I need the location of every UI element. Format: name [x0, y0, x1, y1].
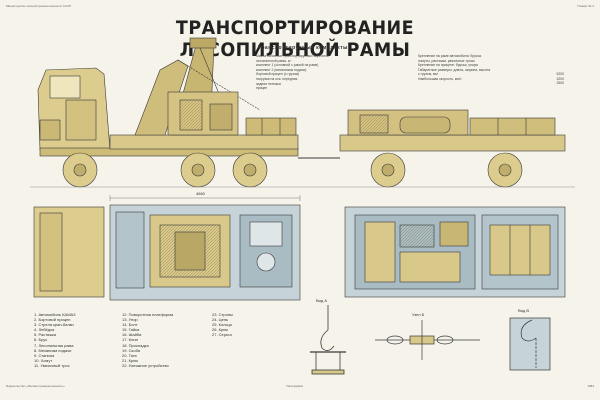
legend-item: 20. Тяга: [122, 352, 137, 358]
saw-frame-block: [209, 103, 233, 131]
spec-line: комплект 1 (основной с рамой на раме): [256, 63, 319, 68]
legend-item: 5. Растяжка: [34, 332, 56, 338]
footer-right: 1984: [587, 384, 594, 388]
saw-frame-detail: [179, 99, 203, 131]
spec-line: нагрузка на ось: передняя: [256, 76, 298, 81]
truck-top-load: [239, 214, 293, 288]
truck-wheels: [62, 152, 268, 188]
spec-line: комплект 2 (механизмы подачи): [256, 67, 307, 72]
spec-line: Габаритные размеры: длина, ширина, высот…: [418, 67, 491, 72]
spec-line: бортовой прицеп (с грузом): [256, 72, 300, 77]
truck-deck: [109, 134, 299, 150]
legend-item: 11. Увязочный трос: [34, 362, 70, 368]
spec-line: Крепление на раме автомобиля: брусья: [418, 54, 482, 58]
dimension-label: 4660: [196, 191, 205, 196]
legend-item: 13. Упор: [122, 317, 138, 323]
footer: Издательство «Лесная промышленность» Тип…: [6, 382, 594, 394]
legend-item: 18. Прокладка: [122, 342, 149, 348]
header-line: Министерство лесной промышленности СССР …: [6, 4, 594, 10]
spec-line: задняя тележка: [256, 81, 281, 86]
legend-item: 24. Цепь: [212, 317, 229, 323]
spec-right: Крепление на раме автомобиля: брусья хом…: [418, 54, 538, 82]
header-left: Министерство лесной промышленности СССР: [6, 4, 72, 8]
footer-left: Издательство «Лесная промышленность»: [6, 384, 65, 388]
spec-heading: Транспортируемые комплекты: [258, 45, 348, 51]
legend-item: 2. Бортовой прицеп: [34, 317, 71, 323]
legend-item: 15. Гайка: [122, 327, 140, 333]
cab-window: [49, 75, 81, 99]
legend-item: 7. Лесопильная рама: [34, 342, 74, 348]
legend-item: 21. Крюк: [122, 357, 138, 363]
trailer-top-view: [344, 206, 566, 298]
legend-item: 10. Хомут: [34, 357, 53, 363]
spec-line: с грузом, мм: [418, 72, 438, 77]
legend-item: 25. Кольцо: [212, 322, 233, 328]
legend-item: 23. Стропы: [212, 312, 233, 317]
spec-value: 3200: [556, 76, 564, 81]
legend-item: 6. Брус: [34, 337, 48, 343]
rear-load: [245, 117, 297, 136]
trailer-load-box: [359, 114, 389, 134]
spec-left: Масса основных транспортируемых агрегато…: [256, 54, 406, 91]
spec-line: хомуты, растяжки, увязочные тросы: [418, 58, 475, 63]
trailer-load-rear: [469, 117, 556, 136]
legend-item: 8. Механизм подачи: [34, 347, 72, 353]
detail-b-label: Узел Б: [412, 312, 425, 317]
legend-item: 22. Натяжное устройство: [122, 362, 169, 368]
tensioner-detail-b: [375, 320, 480, 360]
spec-line: Наибольшая скорость, км/ч: [418, 76, 462, 81]
legend-item: 16. Шайба: [122, 332, 142, 338]
legend-item: 17. Клин: [122, 337, 138, 343]
detail-a-label: Вид А: [316, 298, 328, 303]
crane-boom: [134, 59, 189, 136]
poster-title: ТРАНСПОРТИРОВАНИЕ ЛЕСОПИЛЬНОЙ РАМЫ: [175, 17, 415, 61]
legend-column-1: 1. Автомобиль КАМАЗ 2. Бортовой прицеп 3…: [34, 312, 76, 368]
legend-column-3: 23. Стропы 24. Цепь 25. Кольцо 26. Крюк …: [212, 312, 233, 337]
spec-line: прицеп: [256, 86, 268, 91]
legend-item: 12. Поворотная платформа: [122, 312, 174, 317]
truck-side-view: [37, 37, 299, 188]
detail-c-label: Вид В: [518, 308, 530, 313]
dimension-line: [109, 195, 301, 201]
legend-item: 3. Стрела кран-балки: [34, 322, 74, 328]
trailer-side-view: [339, 109, 566, 188]
truck-top-view: [33, 204, 301, 301]
spec-line: лесопильной рамы, кг:: [256, 58, 292, 63]
hook-detail-a: [310, 305, 346, 375]
cab-grille: [39, 119, 61, 141]
crane-top: [189, 37, 217, 49]
trailer-wheels: [370, 152, 523, 188]
trailer-load-tank: [399, 116, 451, 134]
legend-column-2: 12. Поворотная платформа 13. Упор 14. Бо…: [122, 312, 173, 368]
spec-value: 2500: [556, 81, 564, 86]
cab-door: [65, 99, 97, 141]
legend-item: 14. Болт: [122, 322, 138, 328]
header-right: Плакат № 2: [577, 4, 594, 8]
spec-line: Масса основных транспортируемых агрегато…: [256, 54, 329, 58]
legend-item: 19. Скоба: [122, 347, 141, 353]
spec-line: Крепление на прицепе: брусья, упоры: [418, 63, 479, 68]
chain-detail-c: [509, 317, 551, 371]
legend-item: 27. Серьга: [212, 332, 232, 338]
legend-item: 4. Лебёдка: [34, 327, 55, 333]
spec-value: 5200: [556, 72, 564, 76]
legend-item: 26. Крюк: [212, 327, 228, 333]
legend-item: 1. Автомобиль КАМАЗ: [34, 312, 76, 317]
spec-values: 5200 3200 2500: [540, 72, 564, 86]
crane-stay: [177, 59, 261, 111]
legend-item: 9. Станина: [34, 352, 55, 358]
trailer-deck: [339, 134, 566, 152]
footer-center: Типография: [286, 384, 303, 388]
